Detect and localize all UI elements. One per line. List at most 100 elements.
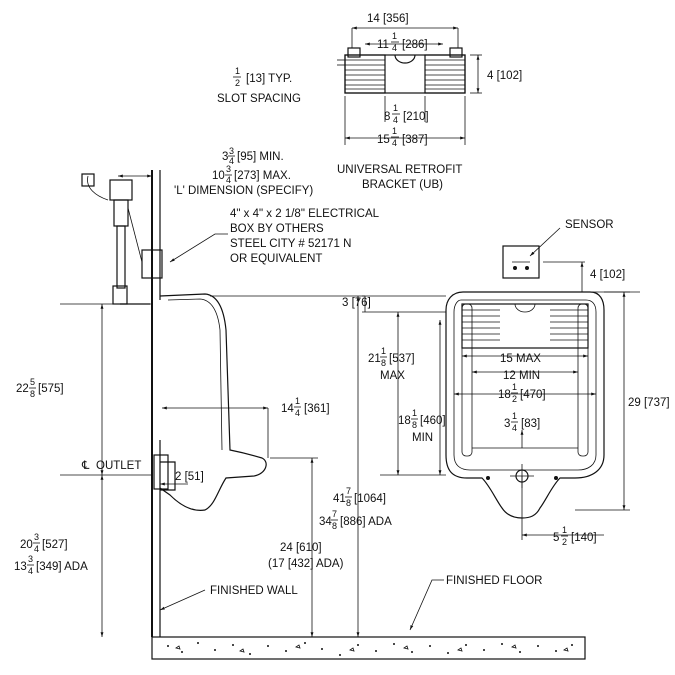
bracket-outer-mm: [387] [402, 134, 428, 146]
projection-depth: [361] [304, 403, 330, 415]
flush-valve-body [109, 179, 133, 201]
urinal-front-outline [445, 291, 605, 519]
svg-text:22: 22 [16, 383, 29, 395]
svg-text:1: 1 [392, 126, 397, 136]
svg-text:18: 18 [498, 389, 511, 401]
max-height: [537] [389, 353, 415, 365]
svg-text:20: 20 [20, 539, 33, 551]
svg-text:41: 41 [333, 493, 346, 505]
svg-text:3: 3 [229, 146, 234, 156]
svg-text:10: 10 [212, 170, 225, 182]
max-label: MAX [380, 370, 405, 382]
svg-text:2: 2 [512, 394, 517, 404]
outlet-height: [527] [42, 539, 68, 551]
finished-floor-label: FINISHED FLOOR [446, 575, 542, 587]
svg-text:8: 8 [412, 420, 417, 430]
electrical-box-line-4: OR EQUIVALENT [230, 253, 322, 265]
outlet-height-ada: [349] ADA [36, 561, 88, 573]
top-height-ada: [886] ADA [340, 516, 392, 528]
outlet-offset: 2 [51] [175, 471, 204, 483]
svg-text:4: 4 [226, 175, 231, 185]
svg-text:2: 2 [562, 537, 567, 547]
l-dimension-max: [273] MAX. [234, 170, 291, 182]
svg-text:21: 21 [368, 353, 381, 365]
svg-text:4: 4 [512, 423, 517, 433]
electrical-box-line-3: STEEL CITY # 52171 N [230, 238, 351, 250]
svg-text:3: 3 [28, 554, 33, 564]
drain-height: [83] [521, 418, 540, 430]
urinal-side-profile [159, 293, 267, 511]
rim-height-ada: (17 [432] ADA) [268, 558, 344, 570]
svg-text:1: 1 [295, 396, 300, 406]
svg-text:1: 1 [562, 525, 567, 535]
svg-text:1: 1 [235, 66, 240, 76]
l-dimension-label: 'L' DIMENSION (SPECIFY) [174, 185, 313, 197]
bracket-span-max: 15 MAX [500, 353, 541, 365]
top-height: [1064] [354, 493, 386, 505]
svg-text:3: 3 [34, 532, 39, 542]
svg-text:7: 7 [346, 486, 351, 496]
svg-text:7: 7 [332, 509, 337, 519]
svg-text:3: 3 [226, 164, 231, 174]
svg-text:2: 2 [235, 78, 240, 88]
electrical-box-line-1: 4" x 4" x 2 1/8" ELECTRICAL [230, 208, 380, 220]
svg-text:4: 4 [392, 138, 397, 148]
finished-floor-slab [151, 636, 586, 660]
bracket-height: 4 [102] [487, 70, 522, 82]
svg-text:13: 13 [14, 561, 27, 573]
svg-text:4: 4 [392, 43, 397, 53]
bracket-overall-width: 14 [356] [367, 13, 409, 25]
retrofit-bracket [337, 26, 482, 145]
svg-text:1: 1 [512, 382, 517, 392]
bracket-body [344, 54, 466, 94]
finished-wall-label: FINISHED WALL [210, 585, 298, 597]
svg-text:4: 4 [34, 544, 39, 554]
svg-text:18: 18 [398, 415, 411, 427]
svg-text:1: 1 [392, 31, 397, 41]
svg-text:8: 8 [381, 358, 386, 368]
drain-offset: [140] [571, 532, 597, 544]
min-height: [460] [420, 415, 446, 427]
front-width: [470] [520, 389, 546, 401]
bracket-inner-mm: [210] [403, 111, 429, 123]
svg-text:8: 8 [346, 498, 351, 508]
bracket-slot-whole: 11 [377, 39, 389, 51]
rim-height: 24 [610] [280, 542, 322, 554]
svg-text:1: 1 [381, 346, 386, 356]
front-view [362, 227, 640, 540]
svg-text:1: 1 [393, 103, 398, 113]
rim-to-outlet-height: [575] [38, 383, 64, 395]
svg-text:14: 14 [281, 403, 294, 415]
svg-text:4: 4 [295, 408, 300, 418]
front-bracket [461, 303, 589, 349]
electrical-box [141, 249, 163, 279]
centerline-symbol: ℄ [81, 460, 90, 472]
svg-text:5: 5 [30, 377, 35, 387]
top-offset: 3 [76] [342, 297, 371, 309]
svg-text:8: 8 [332, 521, 337, 531]
bracket-caption-1: UNIVERSAL RETROFIT [337, 164, 462, 176]
svg-text:3: 3 [222, 151, 228, 163]
svg-text:4: 4 [28, 566, 33, 576]
outlet-label: OUTLET [96, 460, 141, 472]
bracket-slot-mm: [286] [402, 39, 428, 51]
sensor-plate [502, 245, 540, 279]
outlet-flange [153, 454, 169, 490]
svg-text:5: 5 [553, 532, 559, 544]
bracket-caption-2: BRACKET (UB) [362, 179, 443, 191]
svg-text:1: 1 [412, 408, 417, 418]
sensor-offset: 4 [102] [590, 269, 625, 281]
slot-spacing-label: SLOT SPACING [217, 93, 301, 105]
svg-text:34: 34 [319, 516, 332, 528]
l-dimension-min: [95] MIN. [237, 151, 284, 163]
svg-text:8: 8 [384, 111, 390, 123]
side-view [60, 170, 365, 637]
min-label: MIN [412, 432, 433, 444]
svg-text:15: 15 [377, 134, 390, 146]
sensor-label: SENSOR [565, 219, 614, 231]
svg-text:8: 8 [30, 389, 35, 399]
bracket-span-min: 12 MIN [503, 370, 540, 382]
slot-spacing-value: [13] TYP. [246, 73, 292, 85]
